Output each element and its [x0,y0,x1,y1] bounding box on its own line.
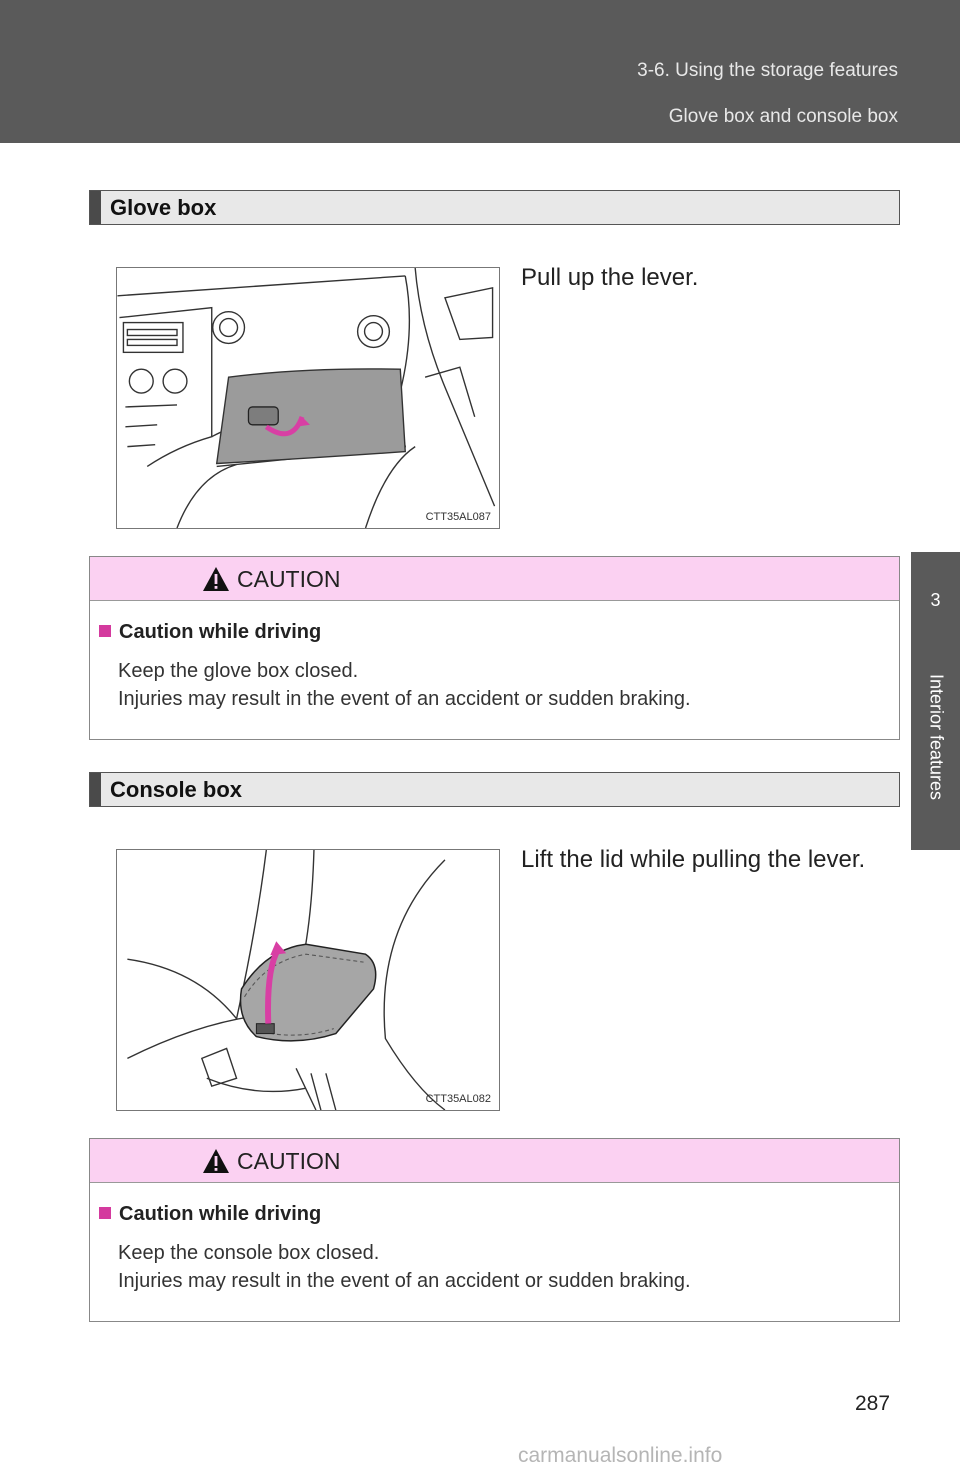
section-breadcrumb: 3-6. Using the storage features [637,60,898,81]
caution-header: CAUTION [90,1139,899,1183]
console-box-drawing [127,850,446,1110]
section-title-console-box: Console box [89,772,900,807]
caution-line: Injuries may result in the event of an a… [118,1270,691,1292]
page-number: 287 [855,1392,891,1415]
section-title-bar [90,191,101,224]
section-title-bar [90,773,101,806]
page-header: 3-6. Using the storage features Glove bo… [0,0,960,143]
glove-box-instruction: Pull up the lever. [521,264,699,291]
caution-label: CAUTION [237,566,341,592]
warning-icon [203,567,229,591]
glove-box-illustration: CTT35AL087 [116,267,500,529]
caution-subheading: Caution while driving [99,1203,321,1226]
caution-label: CAUTION [237,1148,341,1174]
caution-subheading: Caution while driving [99,621,321,644]
caution-subheading-text: Caution while driving [119,1203,322,1225]
watermark-text: carmanualsonline.info [518,1444,723,1467]
console-box-instruction: Lift the lid while pulling the lever. [521,846,866,873]
caution-line: Keep the glove box closed. [118,660,359,682]
console-box-caution: CAUTION Caution while driving Keep the c… [89,1138,900,1322]
caution-header: CAUTION [90,557,899,601]
caution-line: Injuries may result in the event of an a… [118,688,691,710]
section-title-text: Glove box [110,195,217,220]
glove-box-drawing [117,268,496,528]
figure-code: CTT35AL087 [425,511,491,523]
chapter-number: 3 [930,590,941,610]
figure-code: CTT35AL082 [425,1093,491,1105]
caution-subheading-text: Caution while driving [119,621,322,643]
glove-box-caution: CAUTION Caution while driving Keep the g… [89,556,900,740]
warning-icon [203,1149,229,1173]
caution-line: Keep the console box closed. [118,1242,380,1264]
bullet-square-icon [99,625,111,637]
chapter-label: Interior features [926,673,946,801]
bullet-square-icon [99,1207,111,1219]
section-title-glove-box: Glove box [89,190,900,225]
section-title-text: Console box [110,777,243,802]
chapter-side-tab: 3 Interior features [911,552,960,850]
console-box-illustration: CTT35AL082 [116,849,500,1111]
page-subtitle: Glove box and console box [668,106,898,127]
